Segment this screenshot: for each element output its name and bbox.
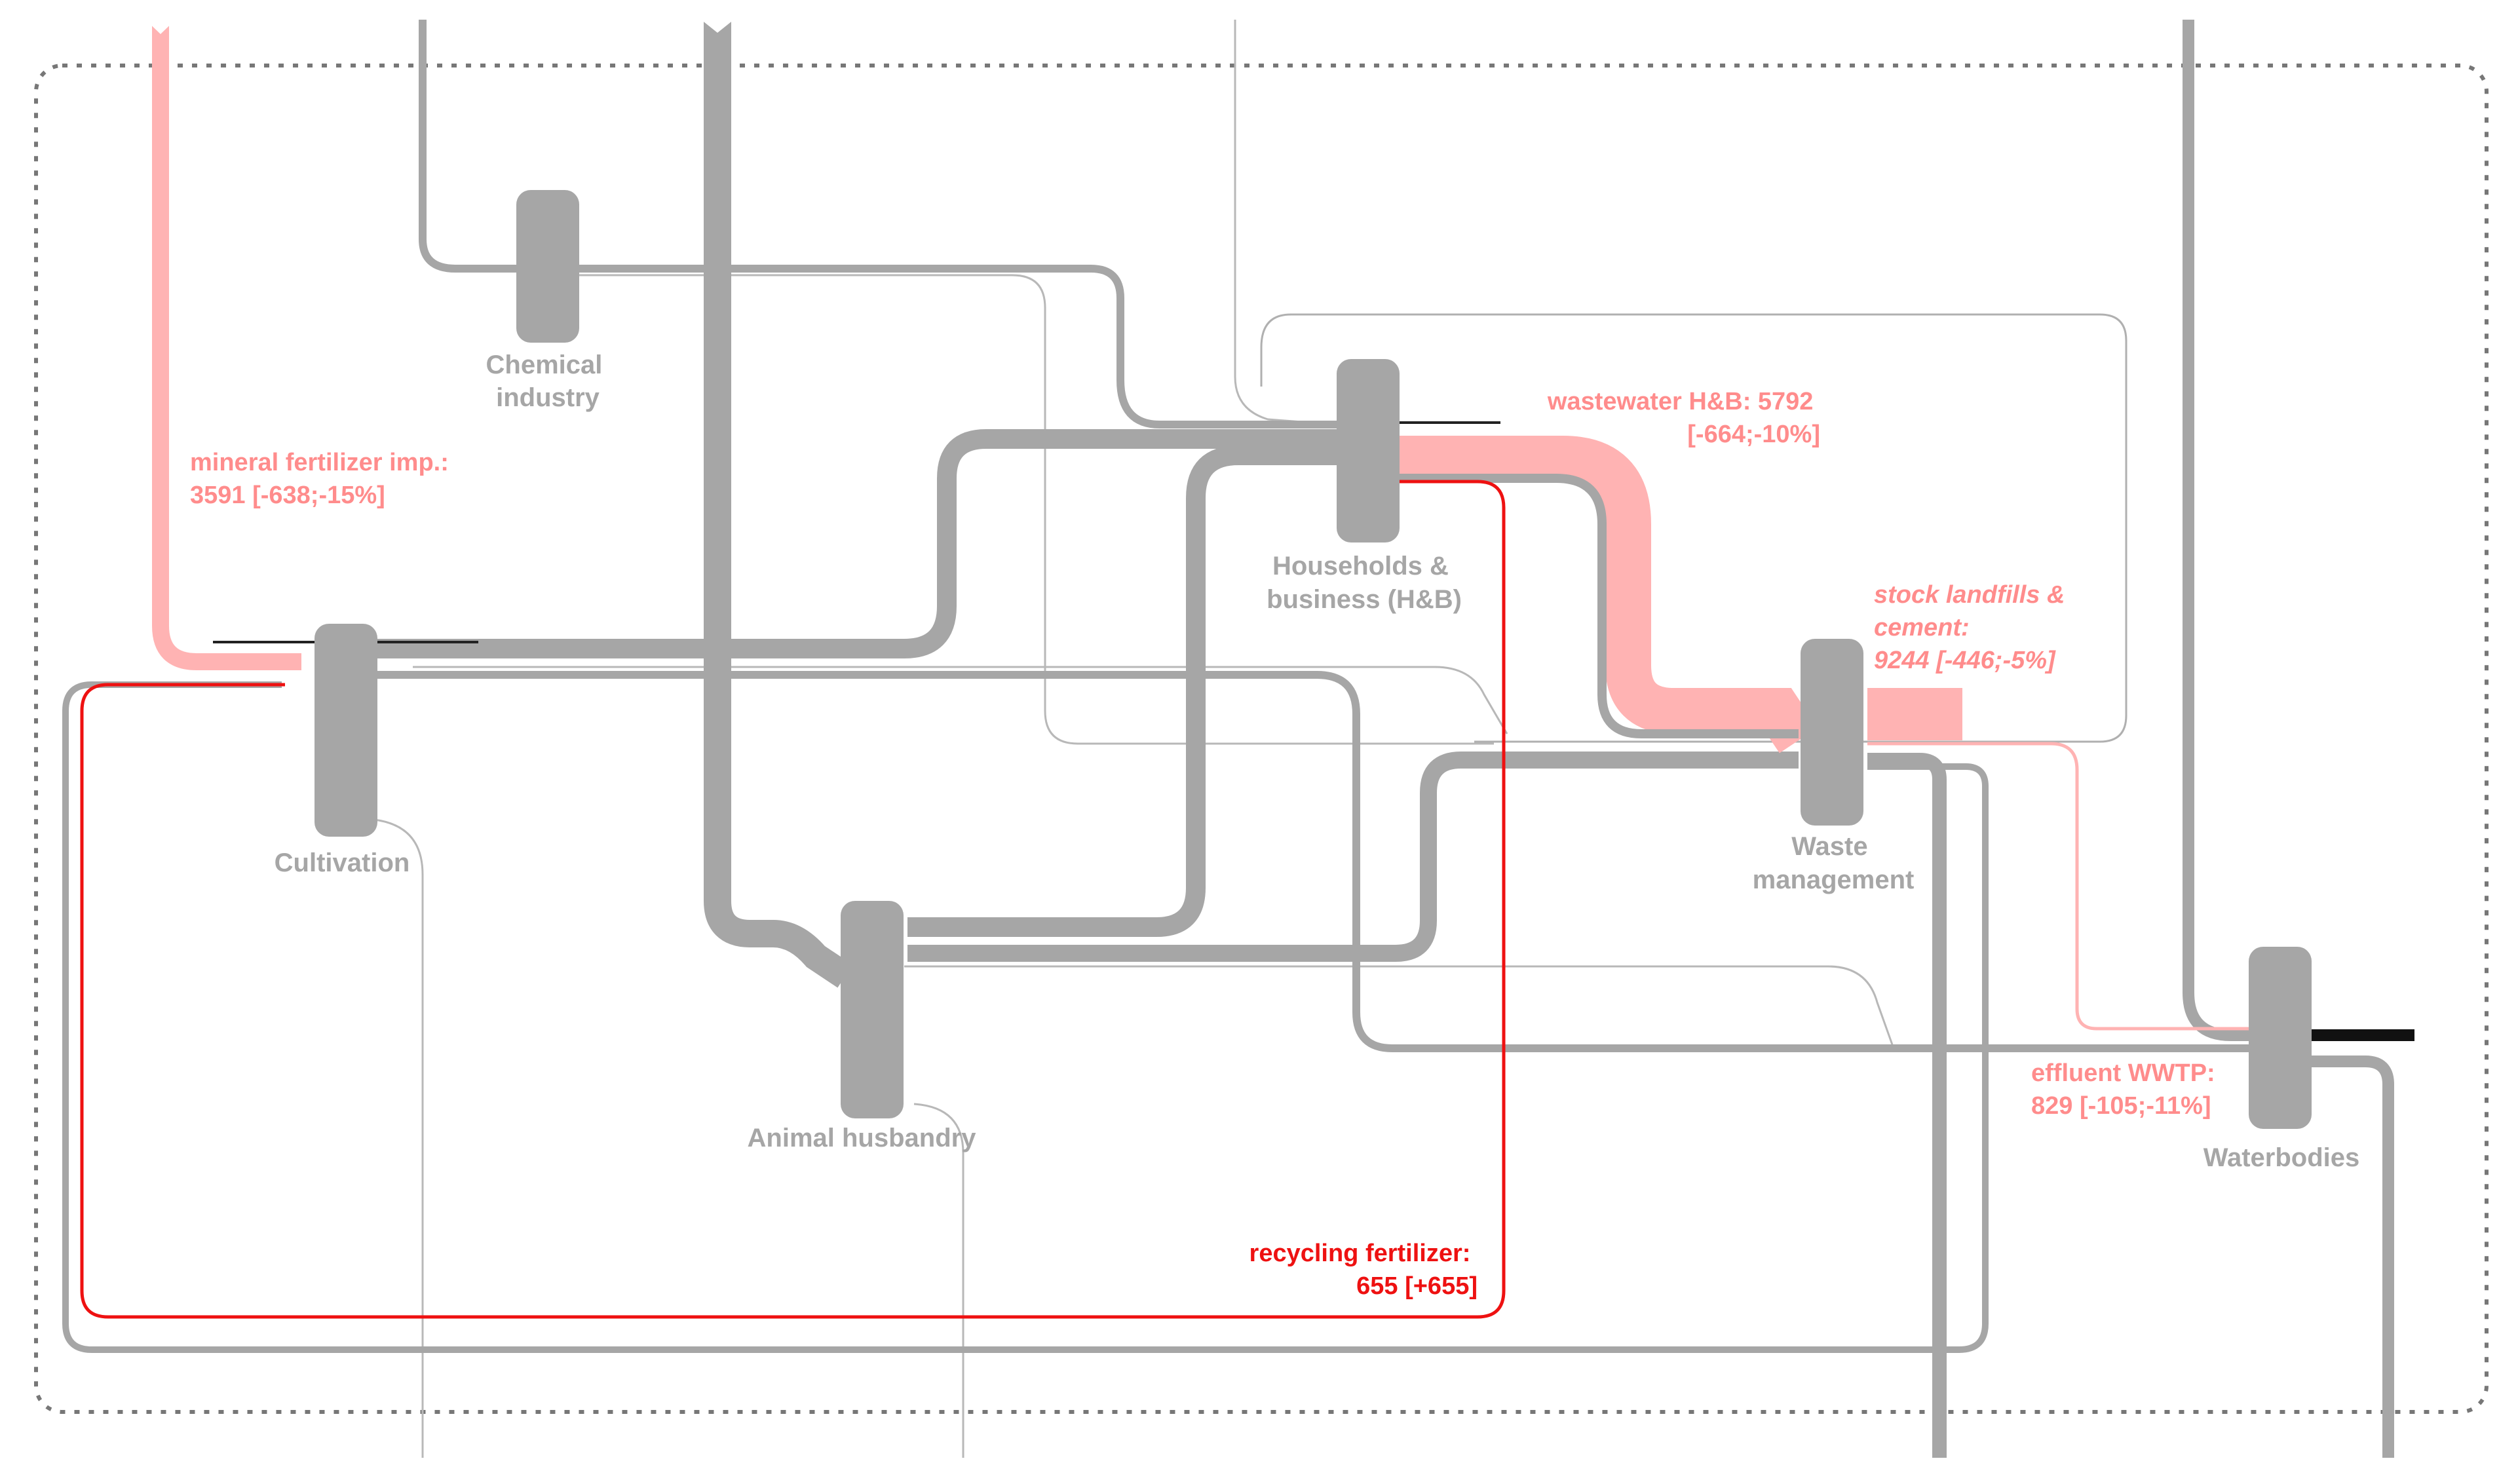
- flow-effluent-wwtp: [1867, 742, 2251, 1031]
- label-wastewater: wastewater H&B: 5792 [-664;-10%]: [1547, 388, 1820, 448]
- flow-animal-to-waste: [907, 752, 1799, 962]
- flow-thin-to-waterbodies: [904, 965, 2247, 1050]
- flow-mineral-fertilizer-notch: [145, 20, 176, 34]
- label-animal-husbandry: Animal husbandry: [748, 1124, 977, 1152]
- node-cultivation: [315, 624, 377, 837]
- hb-subsystem-boundary: [1291, 313, 2127, 743]
- flow-stock-landfills: [1867, 688, 1962, 740]
- system-boundary: [34, 64, 2489, 1414]
- label-mineral-fertilizer: mineral fertilizer imp.: 3591 [-638;-15%…: [190, 449, 455, 509]
- flow-feed-import: [704, 20, 853, 988]
- hb-subsystem-boundary-left: [1260, 313, 1291, 387]
- flow-waste-down: [1867, 753, 1947, 1458]
- label-stock-landfills: stock landfills & cement: 9244 [-446;-5%…: [1874, 581, 2072, 674]
- flow-recycling-fertilizer: [80, 480, 1506, 1319]
- node-chemical-industry: [516, 190, 579, 343]
- label-households: Households & business (H&B): [1267, 552, 1462, 614]
- flow-cultivation-to-hb: [377, 429, 1337, 658]
- flow-recycling-loop: [62, 681, 1989, 1353]
- flow-chemical-to-hb: [419, 20, 1337, 428]
- label-cultivation: Cultivation: [275, 848, 410, 877]
- node-animal-husbandry: [841, 901, 904, 1118]
- flow-thin-top-to-hb: [1234, 20, 1337, 426]
- flow-top-to-waterbodies: [2183, 20, 2251, 1041]
- flow-thin-animal-down: [913, 1103, 964, 1458]
- flow-wastewater-grey-edge: [1399, 474, 1799, 738]
- flow-wastewater-hb: [1399, 436, 1818, 753]
- label-chemical-industry: Chemical industry: [486, 351, 610, 412]
- flow-feed-import-notch: [701, 20, 734, 33]
- flow-thin-cultivation-down: [366, 818, 424, 1458]
- node-households: [1337, 359, 1400, 542]
- flow-mineral-fertilizer-import: [152, 20, 301, 670]
- flow-thin-cultivation-waste: [413, 666, 1508, 734]
- node-waste-management: [1801, 639, 1863, 826]
- flow-animal-to-hb: [907, 446, 1337, 937]
- label-waste-management: Waste management: [1753, 832, 1915, 894]
- label-recycling-fertilizer: recycling fertilizer: 655 [+655]: [1250, 1240, 1478, 1300]
- node-waterbodies: [2249, 947, 2312, 1129]
- label-waterbodies: Waterbodies: [2203, 1143, 2360, 1172]
- label-effluent: effluent WWTP: 829 [-105;-11%]: [2031, 1059, 2222, 1120]
- flow-cultivation-to-waterbodies: [377, 671, 2251, 1052]
- flow-waterbodies-out: [2310, 1056, 2394, 1458]
- flow-thin-chemical-to-right: [577, 274, 1494, 745]
